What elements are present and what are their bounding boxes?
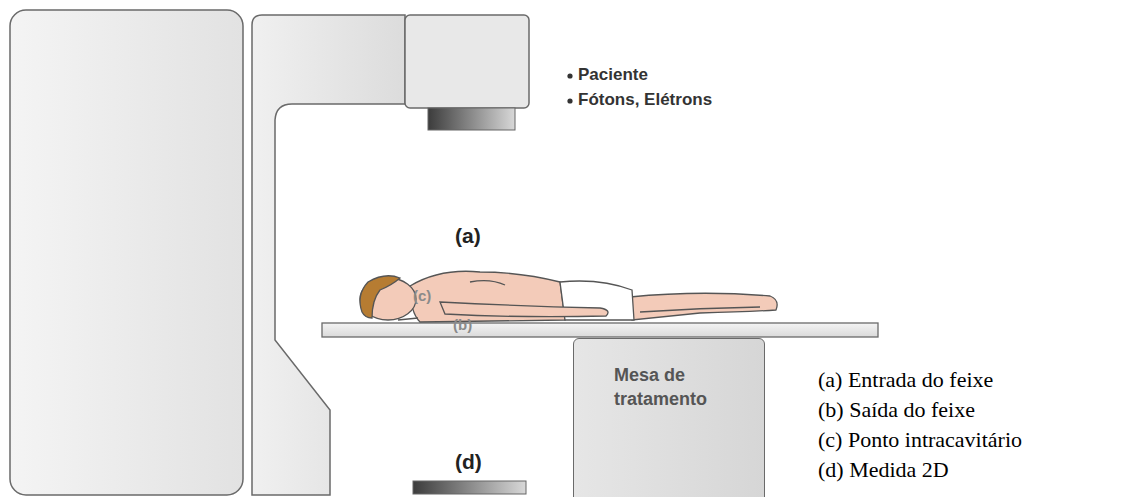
gantry-stand bbox=[10, 10, 243, 495]
legend-line: (a) Entrada do feixe bbox=[818, 367, 993, 393]
bullet bbox=[567, 98, 572, 103]
bullet-text: Paciente bbox=[578, 65, 648, 85]
callout-letter: (c) bbox=[413, 287, 431, 304]
2d-detector bbox=[413, 481, 526, 494]
legend-line: (d) Medida 2D bbox=[818, 457, 949, 483]
callout-letter: (b) bbox=[453, 316, 472, 333]
gantry-arm bbox=[252, 15, 405, 495]
legend-line: (b) Saída do feixe bbox=[818, 397, 975, 423]
legend-line: (c) Ponto intracavitário bbox=[818, 427, 1022, 453]
beam-exit-window bbox=[428, 108, 515, 130]
bullet bbox=[567, 73, 572, 78]
treatment-table-base: Mesa de tratamento bbox=[573, 338, 765, 497]
collimator-head bbox=[405, 15, 529, 108]
table-label: Mesa de tratamento bbox=[614, 363, 754, 412]
callout-letter: (d) bbox=[455, 450, 482, 474]
table-top bbox=[322, 323, 878, 337]
patient-figure bbox=[360, 271, 777, 322]
bullet-text: Fótons, Elétrons bbox=[578, 90, 712, 110]
callout-letter: (a) bbox=[455, 224, 481, 248]
